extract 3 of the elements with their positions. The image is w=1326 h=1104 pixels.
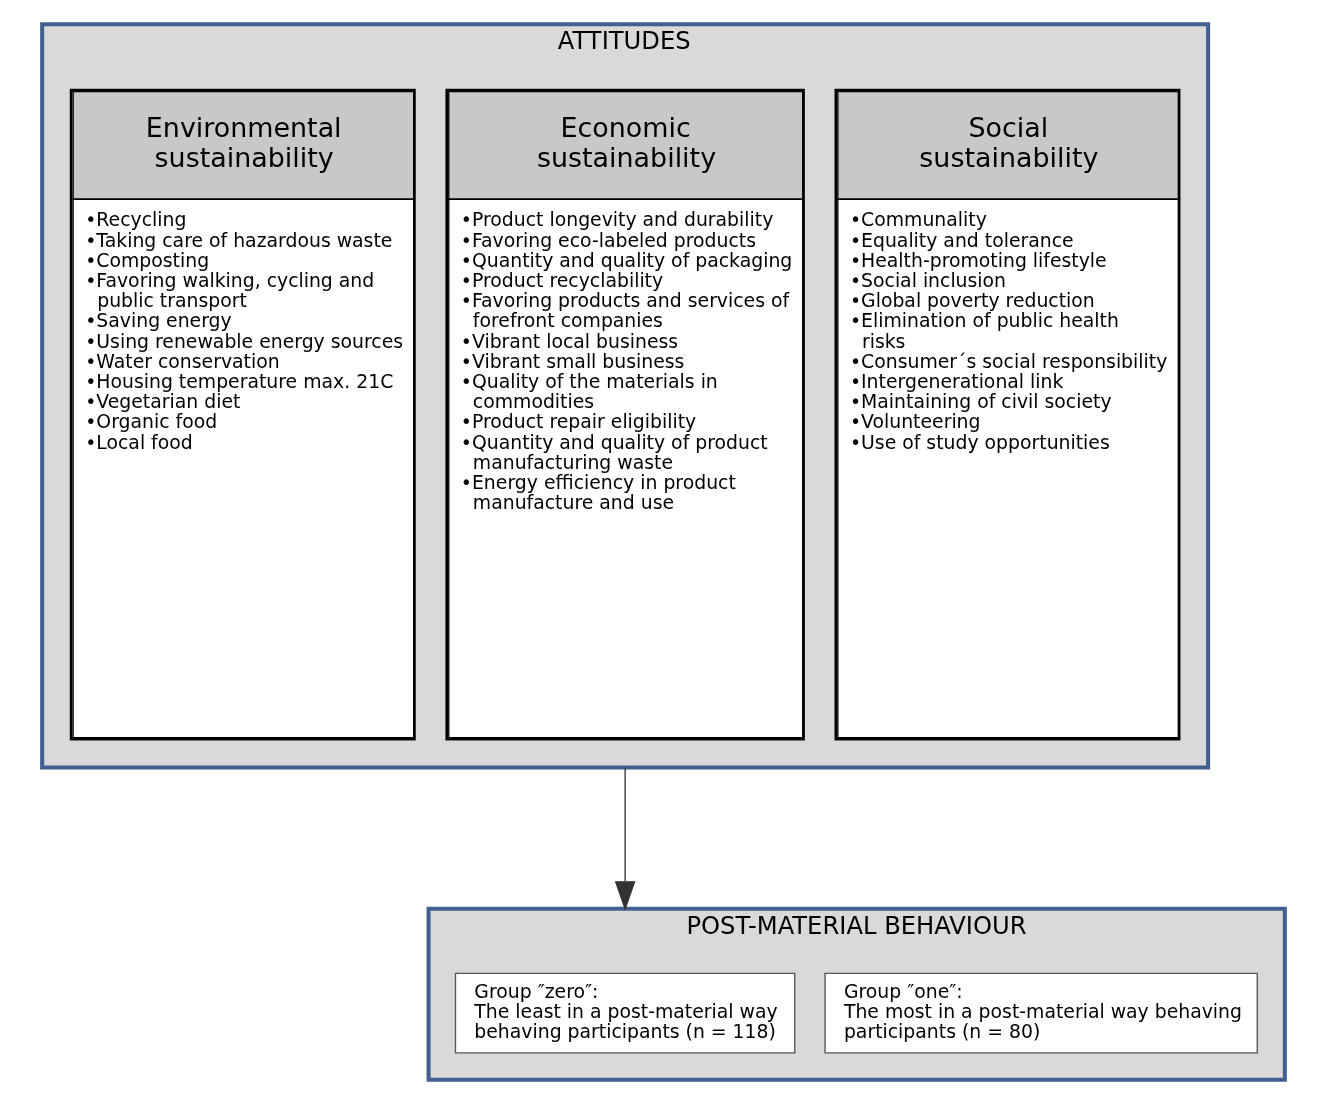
node-box: Group ″zero″: The least in a post-material way behaving participants (n = 118)	[454, 972, 795, 1054]
arrow	[614, 766, 635, 911]
node-box: Group ″one″: The most in a post-material way behaving participants (n = 80)	[823, 972, 1258, 1054]
